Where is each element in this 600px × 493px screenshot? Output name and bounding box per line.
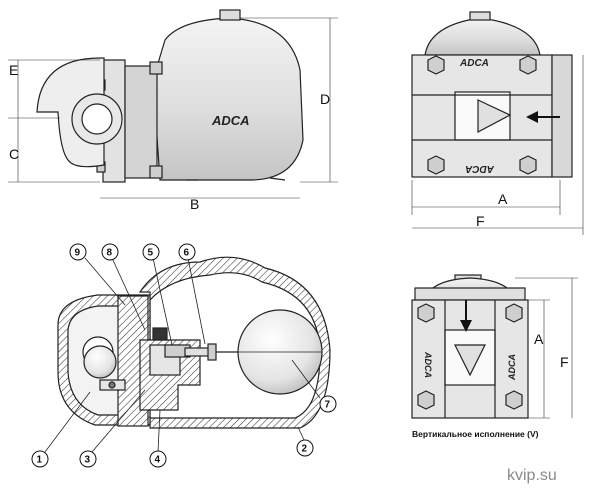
callout-7: 7 bbox=[319, 395, 337, 413]
svg-text:6: 6 bbox=[184, 248, 190, 259]
svg-text:8: 8 bbox=[107, 248, 113, 259]
front-view-dimensions bbox=[411, 55, 584, 235]
brand-logo-front-top: ADCA bbox=[459, 58, 489, 69]
dim-d-label: D bbox=[320, 91, 330, 107]
side-view bbox=[36, 9, 304, 183]
callouts: 9 8 5 6 1 3 4 2 7 bbox=[31, 243, 337, 468]
side-view-dimensions bbox=[8, 17, 338, 199]
watermark: kvip.su bbox=[507, 467, 557, 484]
front-dim-f-label: F bbox=[476, 213, 485, 229]
dim-c-label: C bbox=[9, 146, 19, 162]
svg-text:7: 7 bbox=[325, 400, 331, 411]
svg-text:5: 5 bbox=[148, 248, 154, 259]
vertical-caption: Вертикальное исполнение (V) bbox=[412, 429, 539, 439]
callout-3: 3 bbox=[79, 450, 97, 468]
callout-1: 1 bbox=[31, 450, 49, 468]
svg-text:9: 9 bbox=[75, 248, 81, 259]
svg-text:3: 3 bbox=[85, 455, 91, 466]
brand-logo-vertical-right: ADCA bbox=[507, 354, 517, 381]
callout-6: 6 bbox=[178, 243, 196, 261]
svg-text:1: 1 bbox=[37, 455, 43, 466]
vertical-view bbox=[411, 274, 529, 419]
section-view bbox=[57, 256, 331, 429]
svg-text:4: 4 bbox=[155, 455, 161, 466]
svg-text:2: 2 bbox=[302, 444, 308, 455]
callout-leaders bbox=[44, 257, 321, 453]
front-dim-a-label: A bbox=[498, 191, 508, 207]
front-view bbox=[411, 11, 573, 178]
brand-logo-vertical-left: ADCA bbox=[423, 351, 433, 378]
callout-9: 9 bbox=[69, 243, 87, 261]
brand-logo-front-bottom: ADCA bbox=[465, 163, 495, 174]
vertical-dim-f-label: F bbox=[560, 354, 569, 370]
callout-8: 8 bbox=[101, 243, 119, 261]
brand-logo-side: ADCA bbox=[211, 113, 250, 128]
callout-2: 2 bbox=[296, 439, 314, 457]
callout-5: 5 bbox=[142, 243, 160, 261]
callout-4: 4 bbox=[149, 450, 167, 468]
dim-e-label: E bbox=[9, 62, 18, 78]
vertical-view-dimensions bbox=[515, 277, 578, 419]
vertical-dim-a-label: A bbox=[534, 331, 544, 347]
dim-b-label: B bbox=[190, 196, 199, 212]
